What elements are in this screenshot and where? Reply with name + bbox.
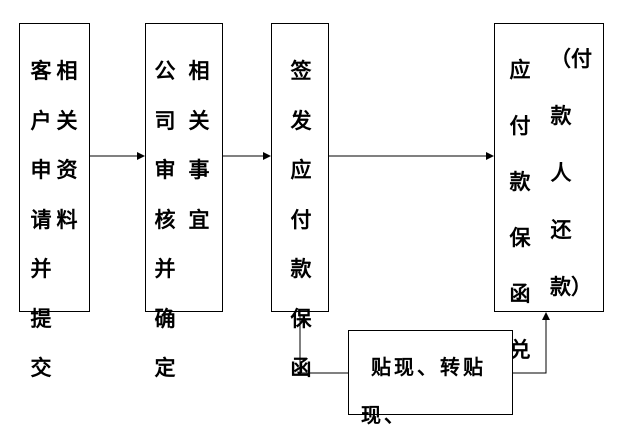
- step-apply-box: 客户申请并提交 相关资料: [19, 23, 90, 380]
- arrow-5-to-4: [512, 312, 550, 374]
- step-payment-col1: 应付款保函兑: [509, 57, 531, 362]
- step-review-col1: 公司审核并确定: [154, 58, 176, 380]
- step-payment-col2: （付款人还款）: [550, 46, 592, 299]
- step-discount-box: 贴现、转贴现、: [348, 330, 513, 427]
- step-issue-col1: 签发应付款保函: [290, 58, 312, 380]
- step-apply-col2: 相关资料: [56, 58, 78, 232]
- step-review-col2: 相关事宜: [188, 58, 210, 232]
- step-review-box: 公司审核并确定 相关事宜: [145, 23, 223, 380]
- step-payment-box: 应付款保函兑 （付款人还款）: [494, 23, 604, 362]
- line-3-to-5: [299, 311, 348, 374]
- step-apply-col1: 客户申请并提交: [30, 58, 52, 380]
- step-issue-box: 签发应付款保函: [271, 23, 329, 380]
- step-discount-text: 贴现、转贴现、: [361, 355, 486, 427]
